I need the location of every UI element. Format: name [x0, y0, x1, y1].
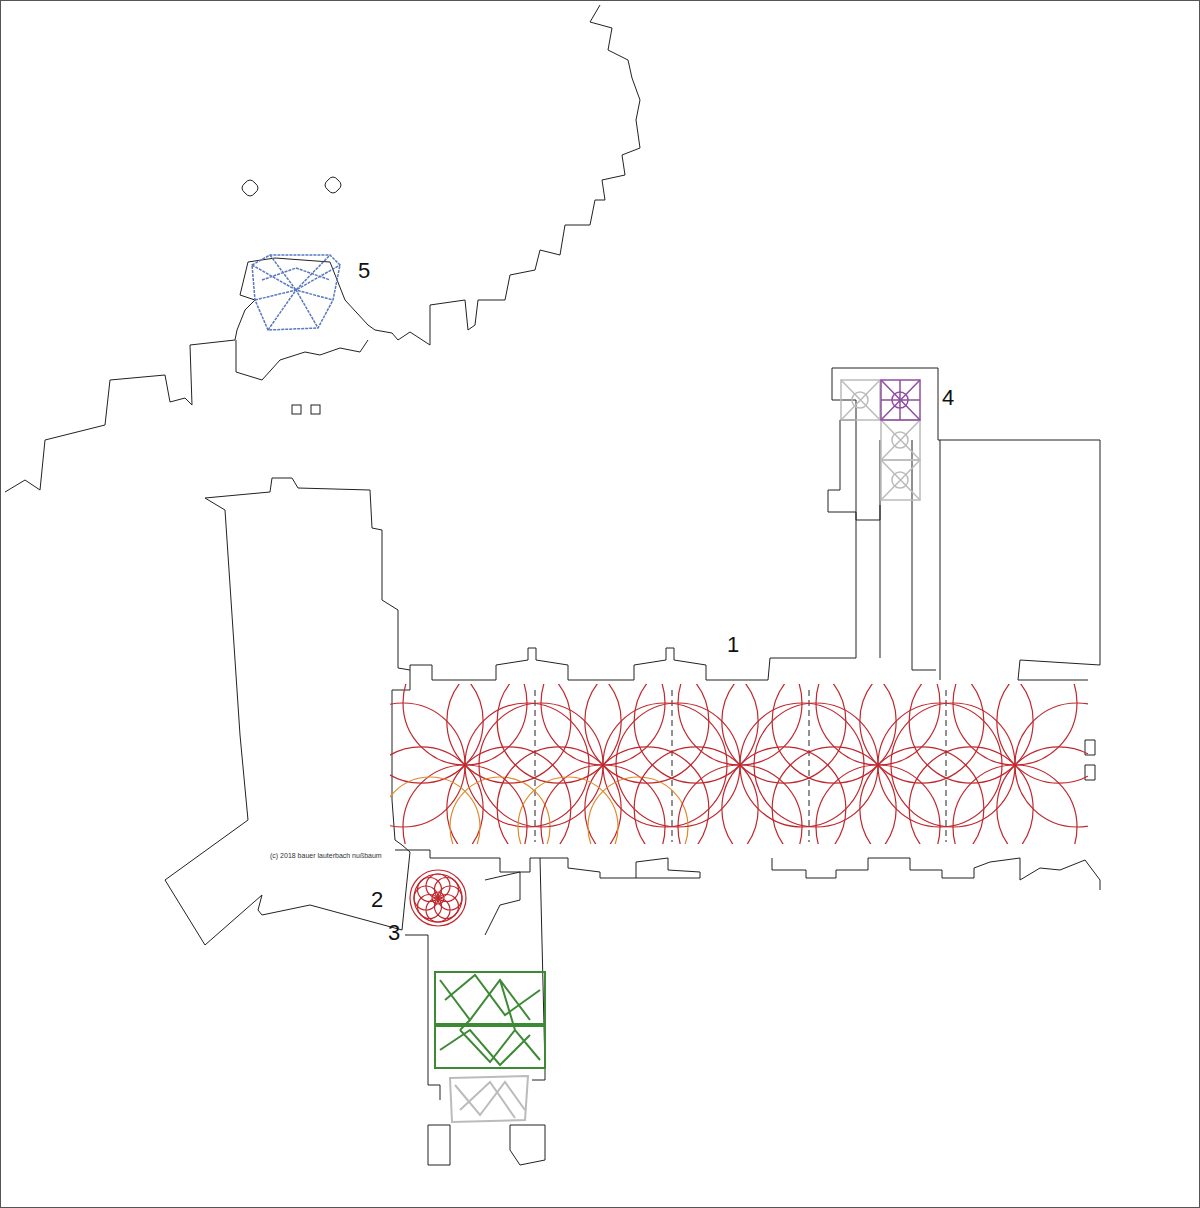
vault-rib [541, 684, 665, 765]
wall-outlines [5, 5, 1100, 1165]
vault-rib-orange [518, 777, 618, 844]
vault-rib [678, 765, 802, 844]
vault-rib [772, 684, 896, 783]
vault-rib [1015, 703, 1088, 827]
ribbed-vault [252, 255, 340, 330]
vault-rib [497, 684, 621, 783]
callout-number: 2 [371, 889, 383, 911]
vault-rib [541, 765, 665, 844]
star-vault [841, 380, 920, 500]
net-vault-grey [450, 1076, 528, 1122]
vault-rib [816, 684, 940, 765]
copyright-note: (c) 2018 bauer lauterbach nußbaum [270, 852, 382, 859]
vault-rib [909, 684, 1033, 783]
vault-rib [997, 684, 1088, 783]
vault-rib [860, 684, 984, 783]
callout-number: 4 [942, 387, 954, 409]
callout-number: 3 [388, 922, 400, 944]
rose-rib [434, 878, 458, 902]
vault-rib [953, 684, 1077, 765]
callout-number: 1 [727, 634, 739, 656]
callout-number: 5 [358, 260, 370, 282]
vault-rib [403, 765, 527, 844]
vault-rib [585, 684, 709, 783]
vault-rib-orange [450, 777, 550, 844]
vault-rib [953, 765, 1077, 844]
cloister-vault [390, 684, 1088, 844]
vault-rib [678, 684, 802, 765]
vault-rib [634, 684, 758, 783]
vault-rib-orange [390, 777, 480, 844]
vault-rib [447, 684, 571, 783]
net-vault [435, 972, 545, 1068]
rose-vault [410, 870, 466, 926]
vault-rib [816, 765, 940, 844]
vault-rib [403, 684, 527, 765]
vault-rib [722, 684, 846, 783]
